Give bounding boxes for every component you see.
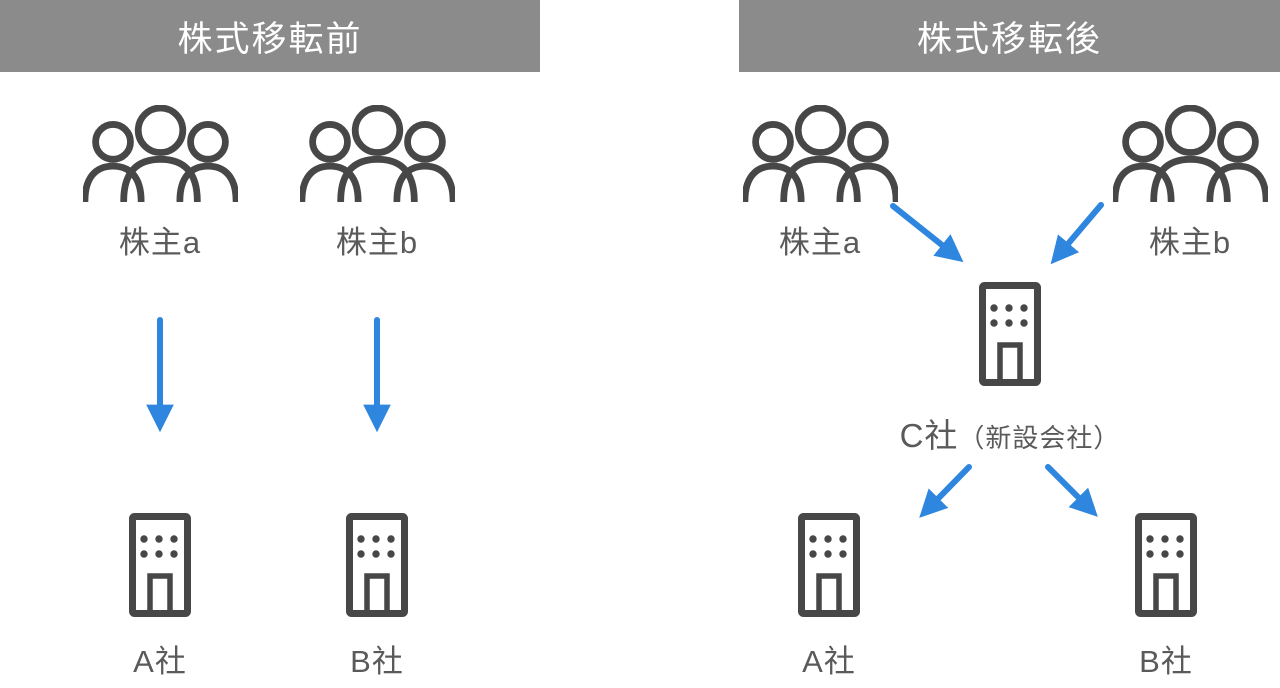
arrow-shareholder-a-to-company-c	[890, 203, 964, 263]
company-a-after-label: A社	[802, 644, 856, 679]
arrow-shareholder-b-to-company-c	[1050, 202, 1104, 265]
company-a-after: A社	[729, 513, 929, 681]
shareholder-a-after: 株主a	[740, 105, 900, 262]
company-a-before: A社	[60, 513, 260, 681]
office-building-icon	[129, 513, 191, 617]
header-after: 株式移転後	[739, 0, 1280, 72]
office-building-icon	[1135, 513, 1197, 617]
shareholder-b-after: 株主b	[1110, 105, 1270, 262]
header-before-label: 株式移転前	[177, 19, 363, 59]
company-c-name: C社	[899, 417, 959, 454]
shareholder-a-before: 株主a	[80, 105, 240, 262]
shareholder-a-before-label: 株主a	[118, 225, 202, 260]
company-c-label: C社（新設会社）	[900, 409, 1121, 457]
arrow-company-c-to-company-b	[1045, 464, 1098, 517]
shareholder-a-after-label: 株主a	[778, 225, 862, 260]
shareholder-b-before-label: 株主b	[335, 225, 419, 260]
company-b-after-label: B社	[1139, 644, 1193, 679]
people-group-icon	[82, 105, 238, 202]
company-b-before-label: B社	[350, 644, 404, 679]
office-building-icon	[979, 282, 1041, 386]
office-building-icon	[346, 513, 408, 617]
people-group-icon	[1112, 105, 1268, 202]
header-after-label: 株式移転後	[916, 19, 1102, 59]
arrow-company-c-to-company-a	[919, 464, 972, 518]
company-b-after: B社	[1066, 513, 1266, 681]
people-group-icon	[299, 105, 455, 202]
office-building-icon	[798, 513, 860, 617]
company-c-note: （新設会社）	[958, 423, 1121, 453]
shareholder-b-after-label: 株主b	[1148, 225, 1232, 260]
people-group-icon	[742, 105, 898, 202]
company-c: C社（新設会社）	[880, 282, 1140, 457]
shareholder-b-before: 株主b	[297, 105, 457, 262]
company-b-before: B社	[277, 513, 477, 681]
header-before: 株式移転前	[0, 0, 540, 72]
company-a-before-label: A社	[133, 644, 187, 679]
